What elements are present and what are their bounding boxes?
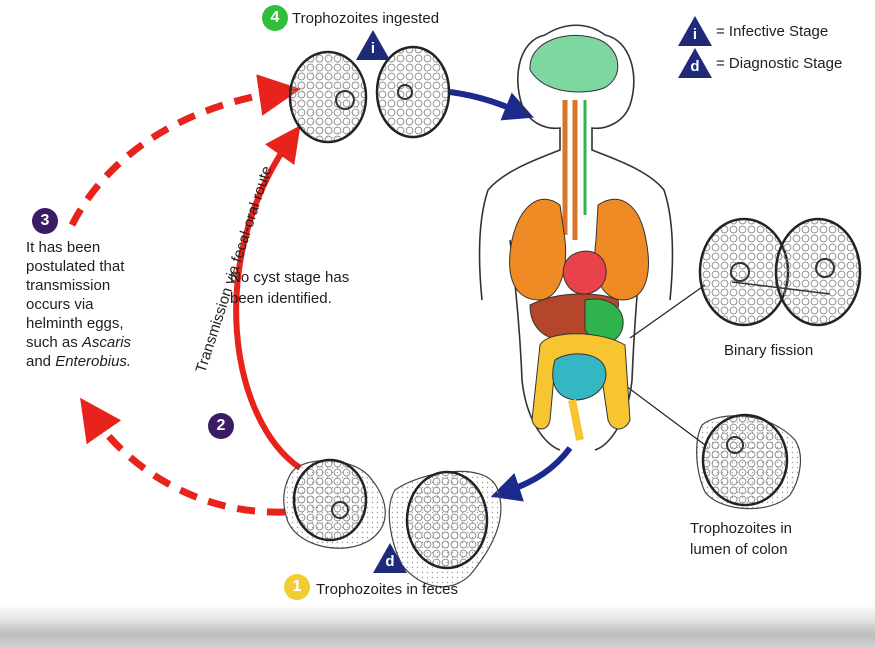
step-3-text-part: and bbox=[26, 353, 56, 370]
step-3-line: postulated that bbox=[26, 258, 125, 275]
organs bbox=[509, 34, 649, 441]
step-3-line: and Enterobius. bbox=[26, 352, 131, 371]
ingested-trophozoites bbox=[288, 45, 451, 144]
lung-left bbox=[509, 198, 567, 301]
lumen-label-line-2: lumen of colon bbox=[690, 541, 788, 558]
step-4-infective-marker: i bbox=[356, 30, 390, 60]
step-1-diagnostic-marker: d bbox=[373, 543, 407, 573]
pointer-fission bbox=[629, 284, 706, 339]
rectum bbox=[568, 399, 584, 441]
dashed-arrow-lower bbox=[80, 397, 286, 516]
brain bbox=[529, 34, 619, 93]
diagnostic-letter: d bbox=[690, 58, 700, 75]
enterobius-text: Enterobius. bbox=[55, 353, 132, 370]
diagnostic-letter: d bbox=[385, 553, 395, 570]
step-3-line: occurs via bbox=[26, 296, 94, 313]
step-3-line: transmission bbox=[26, 277, 111, 294]
lumen-label-line-1: Trophozoites in bbox=[690, 520, 792, 537]
step-3-text: It has been postulated that transmission… bbox=[26, 238, 131, 371]
lumen-trophozoite bbox=[696, 413, 802, 510]
no-cyst-line-2: been identified. bbox=[230, 290, 332, 307]
step-1-label: Trophozoites in feces bbox=[316, 581, 459, 598]
step-1-badge: 1 bbox=[284, 574, 310, 600]
colon bbox=[531, 333, 631, 430]
infective-triangle-icon bbox=[678, 16, 712, 46]
no-cyst-line-1: No cyst stage has bbox=[230, 269, 350, 286]
step-4-badge: 4 bbox=[262, 5, 288, 31]
dashed-arrow-upper bbox=[68, 74, 301, 227]
fecal-oral-arrow bbox=[233, 125, 302, 471]
ascaris-text: Ascaris bbox=[81, 334, 132, 351]
heart bbox=[562, 250, 607, 295]
infective-letter: i bbox=[370, 40, 376, 57]
diagnostic-label: = Diagnostic Stage bbox=[716, 55, 843, 72]
diagnostic-triangle-icon bbox=[678, 48, 712, 78]
bottom-bar bbox=[0, 604, 875, 647]
infective-label: = Infective Stage bbox=[716, 23, 829, 40]
binary-fission-label: Binary fission bbox=[724, 342, 814, 359]
ingestion-arrow bbox=[449, 89, 534, 121]
small-intestine bbox=[552, 353, 607, 401]
infective-letter: i bbox=[692, 26, 698, 43]
feces-trophozoites bbox=[283, 458, 502, 588]
step-2-badge: 2 bbox=[208, 413, 234, 439]
step-3-badge: 3 bbox=[32, 208, 58, 234]
binary-fission-cells bbox=[698, 217, 862, 327]
step-4-label: Trophozoites ingested bbox=[292, 10, 440, 27]
step-3-text-part: such as bbox=[26, 334, 82, 351]
step-3-line: such as Ascaris bbox=[26, 333, 131, 352]
excretion-arrow bbox=[490, 446, 573, 502]
step-3-line: It has been bbox=[26, 239, 101, 256]
infective-triangle-icon bbox=[356, 30, 390, 60]
step-3-line: helminth eggs, bbox=[26, 315, 124, 332]
pointer-lumen bbox=[617, 379, 706, 446]
diagnostic-triangle-icon bbox=[373, 543, 407, 573]
lung-right bbox=[594, 198, 649, 301]
esophagus bbox=[562, 100, 578, 240]
